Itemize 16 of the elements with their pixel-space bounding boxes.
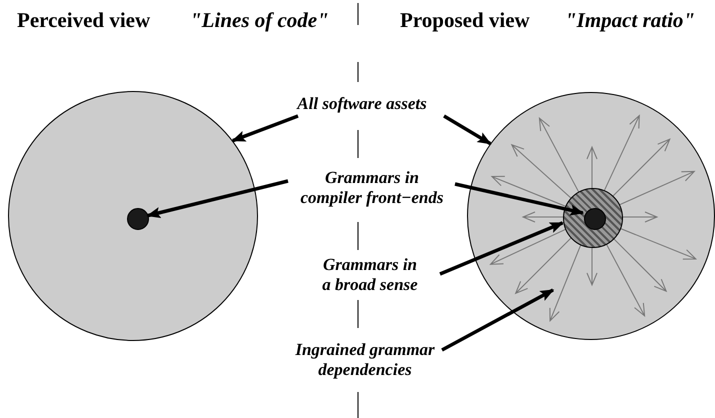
heading: "Impact ratio" <box>565 8 696 32</box>
arrow <box>231 114 299 142</box>
arrow <box>441 288 554 352</box>
core-dot <box>127 208 149 230</box>
heading: Proposed view <box>400 8 530 32</box>
arrow <box>146 179 288 218</box>
core-dot <box>584 208 606 230</box>
hatched-circle <box>563 188 623 248</box>
callout-text: All software assets <box>277 94 447 114</box>
callout-text: Grammars in compiler front−ends <box>297 168 447 208</box>
arrow <box>439 221 564 276</box>
heading: Perceived view <box>17 8 150 32</box>
heading: "Lines of code" <box>190 8 329 32</box>
callout-text: Grammars in a broad sense <box>318 255 422 295</box>
arrow <box>443 114 492 146</box>
callout-text: Ingrained grammar dependencies <box>275 340 455 380</box>
